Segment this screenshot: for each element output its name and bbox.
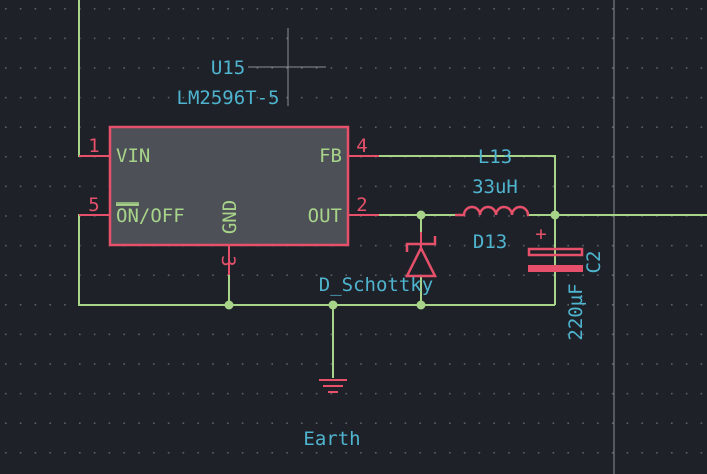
junction-dot (328, 300, 338, 310)
junction-dot (224, 300, 234, 310)
capacitor-reference: C2 (583, 251, 605, 274)
pin-number-gnd: 3 (217, 255, 239, 266)
inductor-value: 33uH (472, 176, 518, 198)
earth-ground[interactable]: Earth (303, 379, 361, 450)
capacitor-negative-plate[interactable] (528, 265, 583, 272)
pin-name-fb: FB (319, 145, 342, 167)
ground-label: Earth (303, 428, 360, 450)
pin-number-out: 2 (356, 194, 367, 216)
regulator-pin-stubs (79, 155, 379, 275)
pin-number-on-off: 5 (88, 194, 99, 216)
inductor-l13[interactable]: L13 33uH (455, 146, 530, 217)
pin-number-fb: 4 (356, 135, 367, 157)
diode-value: D_Schottky (319, 274, 433, 296)
diode-d13[interactable]: D13 D_Schottky (319, 231, 507, 296)
regulator-body[interactable] (108, 125, 350, 247)
pin-name-on-off: ON/OFF (116, 205, 185, 227)
diode-triangle[interactable] (404, 245, 438, 278)
crosshair-cursor (248, 0, 615, 474)
pin-name-out: OUT (308, 205, 342, 227)
junction-dot (416, 300, 426, 310)
capacitor-polarity-mark: + (535, 223, 546, 245)
inductor-coil[interactable] (455, 205, 530, 217)
regulator-value: LM2596T-5 (177, 87, 280, 109)
wire-vin[interactable] (78, 0, 110, 157)
capacitor-value: 220µF (565, 283, 587, 340)
pin-name-gnd: GND (219, 200, 241, 234)
inductor-reference: L13 (478, 146, 512, 168)
pin-name-vin: VIN (116, 145, 150, 167)
junctions (224, 210, 560, 310)
pin-number-vin: 1 (88, 135, 99, 157)
regulator-reference: U15 (211, 57, 245, 79)
regulator-u15[interactable]: U15 LM2596T-5 1 5 4 2 3 VIN ON/OFF FB OU… (79, 57, 379, 275)
capacitor-positive-plate[interactable] (527, 247, 584, 257)
junction-dot (416, 210, 426, 220)
diode-reference: D13 (473, 231, 507, 253)
capacitor-c2[interactable]: + C2 220µF (527, 223, 605, 341)
junction-dot (550, 210, 560, 220)
